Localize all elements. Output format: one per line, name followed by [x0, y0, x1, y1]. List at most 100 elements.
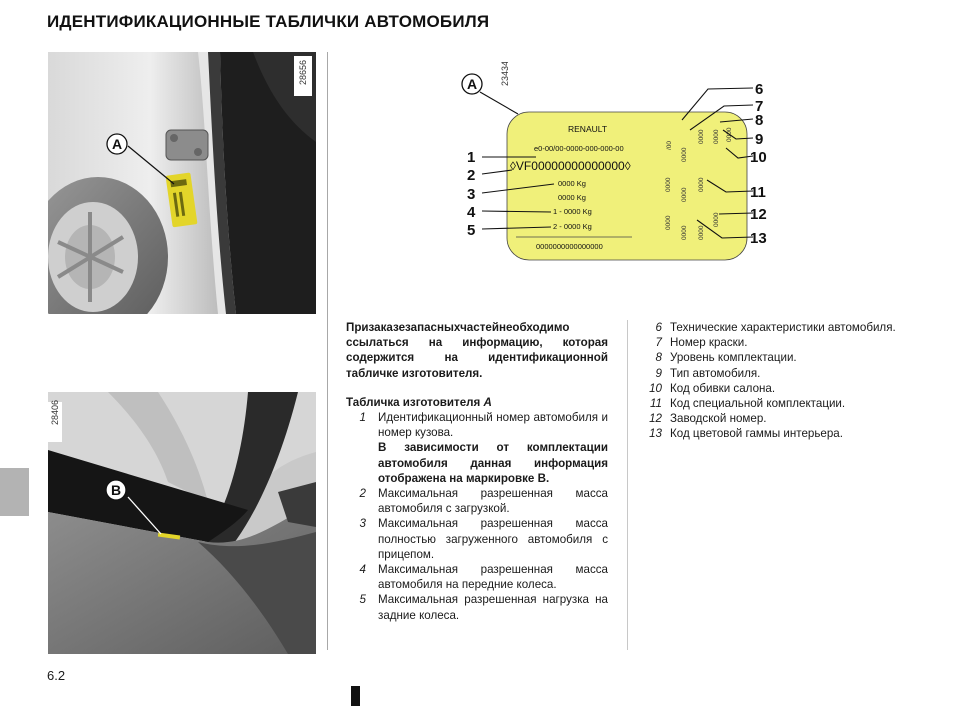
svg-text:0000: 0000: [698, 129, 705, 144]
subhead-letter: A: [483, 396, 492, 409]
svg-text:0000: 0000: [681, 187, 688, 202]
plate-brand: RENAULT: [568, 124, 607, 134]
plate-mass-trailer: 0000 Kg: [558, 193, 586, 202]
item-number: 3: [359, 517, 366, 531]
item-number: 13: [649, 427, 662, 441]
svg-text:0000: 0000: [698, 225, 705, 240]
item-text: Код специальной комплектации.: [670, 397, 846, 411]
photo-bottom-code: 28406: [50, 400, 60, 426]
svg-text:0000: 0000: [713, 129, 720, 144]
plate-mass-total: 0000 Kg: [558, 179, 586, 188]
photo-top-code: 28656: [298, 60, 308, 86]
plate-label-3: 3: [467, 186, 475, 203]
list-item: 12 Заводской номер.: [646, 411, 916, 426]
svg-text:0000: 0000: [665, 215, 672, 230]
svg-text:0000: 0000: [698, 177, 705, 192]
plate-label-5: 5: [467, 222, 475, 239]
plate-label-12: 12: [750, 206, 767, 223]
list-item: 8 Уровень комплектации.: [646, 350, 916, 365]
list-item: 9 Тип автомобиля.: [646, 366, 916, 381]
crop-mark: [351, 686, 360, 706]
plate-bottom-code: 0000000000000000: [536, 242, 603, 251]
item-number: 6: [655, 321, 662, 334]
item-text: Идентификационный номер автомобиля и ном…: [378, 410, 608, 486]
plate-vin: ◊VF00000000000000◊: [510, 159, 631, 173]
plate-label-4: 4: [467, 204, 476, 221]
item-text: Код цветовой гаммы интерьера.: [670, 427, 843, 441]
item-number: 9: [655, 366, 662, 380]
plate-mass-rear: 2 - 0000 Kg: [553, 222, 592, 231]
plate-label-6: 6: [755, 81, 763, 98]
item-text: Заводской номер.: [670, 412, 767, 426]
photo-windshield-corner: B: [48, 392, 316, 654]
svg-text:0000: 0000: [713, 212, 720, 227]
photo-door-pillar: A: [48, 52, 316, 314]
page-title: ИДЕНТИФИКАЦИОННЫЕ ТАБЛИЧКИ АВТОМОБИЛЯ: [47, 12, 490, 31]
right-leader-lines: [681, 87, 754, 239]
plate-label-7: 7: [755, 98, 763, 115]
photo-top-callout: A: [112, 136, 122, 152]
photo-bottom-callout: B: [111, 482, 121, 498]
column-divider-2: [627, 320, 628, 650]
identification-plate: [506, 111, 748, 261]
list-item: 1 Идентификационный номер автомобиля и н…: [346, 410, 608, 486]
item-number: 2: [359, 487, 366, 501]
plate-label-13: 13: [750, 230, 767, 247]
list-item: 3 Максимальная разрешенная масса полност…: [346, 516, 608, 562]
plate-label-10: 10: [750, 149, 767, 166]
list-item: 11 Код специальной комплектации.: [646, 396, 916, 411]
list-item: 2 Максимальная разрешенная масса автомоб…: [346, 486, 608, 516]
section-tab: [0, 468, 29, 516]
svg-text:0000: 0000: [681, 147, 688, 162]
list-plate-fields: 1 Идентификационный номер автомобиля и н…: [346, 410, 608, 623]
item-number: 8: [655, 351, 662, 365]
item-number: 12: [649, 412, 662, 426]
item-number: 10: [649, 381, 662, 395]
list-item: 6 Технические характеристики автомобиля.: [646, 320, 916, 335]
item-text: Номер краски.: [670, 336, 748, 350]
column-divider: [327, 52, 328, 650]
subhead-text: Табличка изготовителя: [346, 396, 484, 409]
item-text: Код обивки салона.: [670, 381, 776, 395]
item-number: 11: [649, 397, 662, 411]
list-item: 7 Номер краски.: [646, 335, 916, 350]
plate-diagram-code: 23434: [500, 62, 510, 86]
item-number: 5: [359, 593, 366, 607]
plate-label-2: 2: [467, 167, 475, 184]
item-text: Технические характеристики автомобиля.: [670, 321, 896, 334]
windshield-illustration: B: [48, 392, 316, 654]
item-note: В зависимости от комплектации автомобиля…: [378, 441, 608, 485]
list-item: 4 Максимальная разрешенная масса автомоб…: [346, 562, 608, 592]
subhead: Табличка изготовителя A: [346, 395, 608, 410]
list-plate-codes: 6 Технические характеристики автомобиля.…: [646, 320, 916, 442]
plate-diagram: 23434 A RENAULT e0-00/00-0000-000-000-00…: [461, 62, 767, 261]
plate-type-number: e0-00/00-0000-000-000-00: [534, 144, 624, 153]
item-number: 4: [359, 563, 366, 577]
item-text-main: Идентификационный номер автомобиля и ном…: [378, 411, 608, 440]
plate-callout: A: [467, 76, 477, 92]
item-text: Максимальная разрешенная нагрузка на зад…: [378, 593, 608, 622]
left-leader-lines: [481, 156, 555, 230]
svg-text:0000: 0000: [665, 177, 672, 192]
plate-mass-front: 1 - 0000 Kg: [553, 207, 592, 216]
plate-label-1: 1: [467, 149, 475, 166]
list-item: 13 Код цветовой гаммы интерьера.: [646, 426, 916, 441]
item-text: Тип автомобиля.: [670, 366, 761, 380]
plate-callout-circle: [461, 73, 483, 95]
item-text: Максимальная разрешенная масса автомобил…: [378, 487, 608, 516]
list-item: 10 Код обивки салона.: [646, 381, 916, 396]
item-number: 7: [655, 336, 662, 350]
item-number: 1: [359, 411, 366, 424]
door-pillar-illustration: A: [48, 52, 316, 314]
item-text: Максимальная разрешенная масса полностью…: [378, 517, 608, 561]
item-text: Максимальная разрешенная масса автомобил…: [378, 563, 608, 592]
svg-text:0000: 0000: [681, 225, 688, 240]
plate-label-8: 8: [755, 112, 763, 129]
page-number: 6.2: [47, 668, 66, 683]
list-item: 5 Максимальная разрешенная нагрузка на з…: [346, 592, 608, 622]
plate-label-11: 11: [750, 184, 766, 201]
intro-paragraph: Призаказезапасныхчастейнеобходимо ссылат…: [346, 321, 608, 380]
plate-label-9: 9: [755, 131, 763, 148]
item-text: Уровень комплектации.: [670, 351, 797, 365]
svg-text:/00: /00: [666, 141, 673, 150]
